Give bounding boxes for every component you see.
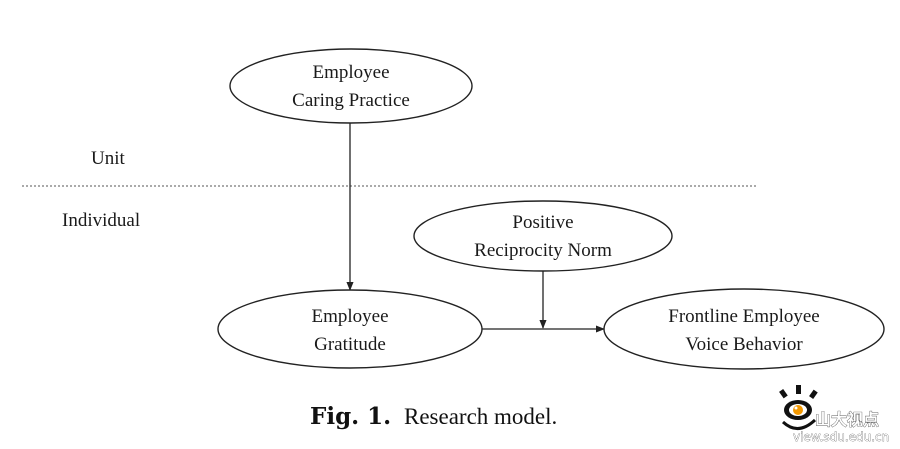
node-gratitude: Employee Gratitude xyxy=(217,289,483,369)
figure-caption-label: Fig. 1. xyxy=(310,403,391,430)
node-voice-behavior-line2: Voice Behavior xyxy=(685,334,803,355)
node-caring-practice-line1: Employee xyxy=(312,62,389,83)
watermark-url: view.sdu.edu.cn xyxy=(793,430,889,444)
level-label-individual: Individual xyxy=(62,210,140,231)
node-gratitude-line1: Employee xyxy=(311,306,388,327)
node-voice-behavior-line1: Frontline Employee xyxy=(668,306,819,327)
node-reciprocity-norm-line1: Positive xyxy=(512,212,573,233)
figure-caption: Fig. 1. Research model. xyxy=(310,403,557,430)
node-caring-practice-line2: Caring Practice xyxy=(292,90,410,111)
watermark-name: 山大视点 xyxy=(815,410,879,429)
figure-caption-text: Research model. xyxy=(404,404,557,429)
watermark-logo-icon xyxy=(779,385,818,430)
node-reciprocity-norm: Positive Reciprocity Norm xyxy=(413,200,673,272)
level-label-unit: Unit xyxy=(91,148,126,169)
node-caring-practice: Employee Caring Practice xyxy=(229,48,473,124)
watermark: 山大视点 view.sdu.edu.cn xyxy=(779,385,890,444)
node-gratitude-line2: Gratitude xyxy=(314,334,386,355)
node-reciprocity-norm-line2: Reciprocity Norm xyxy=(474,240,612,261)
node-voice-behavior: Frontline Employee Voice Behavior xyxy=(603,288,885,370)
